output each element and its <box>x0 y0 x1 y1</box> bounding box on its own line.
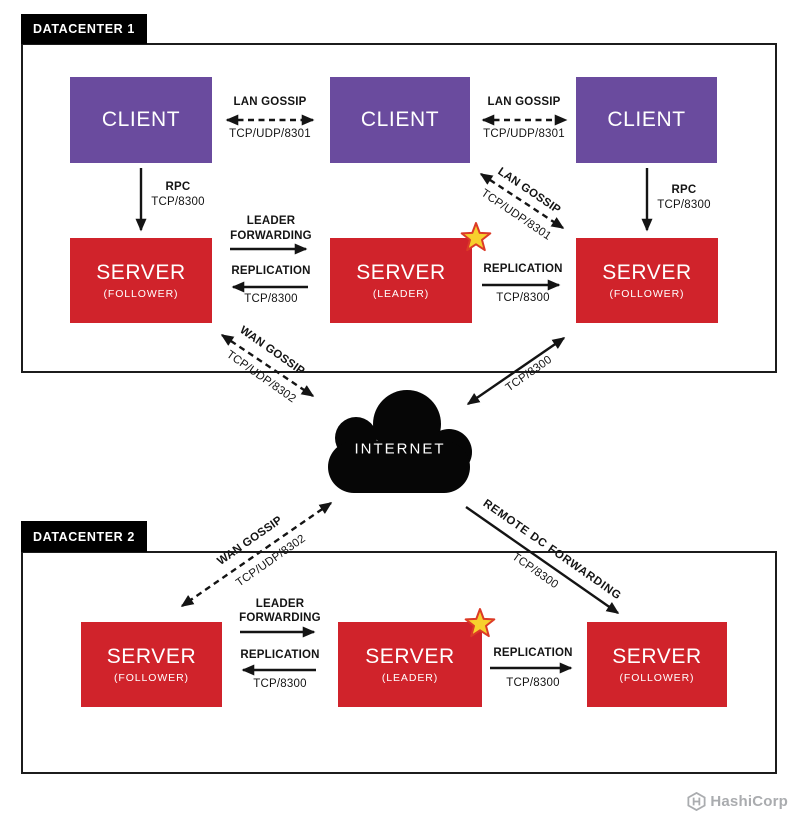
client-label: CLIENT <box>607 108 686 131</box>
server-node-dc2-follower-2: SERVER (FOLLOWER) <box>587 622 727 707</box>
datacenter2-tab: DATACENTER 2 <box>21 521 147 552</box>
hashicorp-wordmark: HashiCorp <box>710 793 788 810</box>
server-role: (FOLLOWER) <box>619 672 695 684</box>
replication-right-dc2-title: REPLICATION <box>493 647 573 659</box>
replication-left-dc2-port: TCP/8300 <box>253 678 307 690</box>
internet-label: INTERNET <box>354 440 446 458</box>
lan-gossip-1-port: TCP/UDP/8301 <box>229 128 311 140</box>
replication-right-dc1-title: REPLICATION <box>483 263 563 275</box>
rpc-1-port: TCP/8300 <box>151 196 205 208</box>
lan-gossip-2-port: TCP/UDP/8301 <box>483 128 565 140</box>
lan-gossip-1-title: LAN GOSSIP <box>233 96 307 108</box>
server-label: SERVER <box>365 645 455 668</box>
server-node-dc1-follower-1: SERVER (FOLLOWER) <box>70 238 212 323</box>
server-role: (LEADER) <box>372 288 430 300</box>
leader-forwarding-dc2-line1: LEADER <box>255 598 305 610</box>
server-node-dc1-leader: SERVER (LEADER) <box>330 238 472 323</box>
server-node-dc2-follower-1: SERVER (FOLLOWER) <box>81 622 222 707</box>
datacenter2-label: DATACENTER 2 <box>33 529 135 544</box>
client-label: CLIENT <box>101 108 181 131</box>
rpc-2-title: RPC <box>671 184 697 196</box>
rpc-1-title: RPC <box>165 181 191 193</box>
client-node-dc1-3: CLIENT <box>576 77 717 163</box>
server-label: SERVER <box>96 261 186 284</box>
datacenter1-tab: DATACENTER 1 <box>21 14 147 44</box>
replication-left-dc1-title: REPLICATION <box>231 265 311 277</box>
replication-right-dc2-port: TCP/8300 <box>506 677 560 689</box>
datacenter1-label: DATACENTER 1 <box>33 22 135 36</box>
client-label: CLIENT <box>360 108 440 131</box>
server-label: SERVER <box>602 261 692 284</box>
hashicorp-brand: HashiCorp <box>687 792 788 811</box>
client-node-dc1-2: CLIENT <box>330 77 470 163</box>
server-role: (FOLLOWER) <box>114 672 189 684</box>
server-role: (LEADER) <box>381 672 439 684</box>
leader-forwarding-dc1-line2: FORWARDING <box>230 230 312 242</box>
server-role: (FOLLOWER) <box>609 288 685 300</box>
rpc-2-port: TCP/8300 <box>657 199 711 211</box>
leader-forwarding-dc2-line2: FORWARDING <box>239 612 321 624</box>
server-label: SERVER <box>612 645 702 668</box>
datacenter2-panel <box>21 551 777 774</box>
server-node-dc2-leader: SERVER (LEADER) <box>338 622 482 707</box>
lan-gossip-2-title: LAN GOSSIP <box>487 96 561 108</box>
server-label: SERVER <box>356 261 446 284</box>
leader-forwarding-dc1-line1: LEADER <box>246 215 296 227</box>
datacenter1-panel <box>21 43 777 373</box>
replication-left-dc1-port: TCP/8300 <box>244 293 298 305</box>
server-label: SERVER <box>106 645 197 668</box>
client-node-dc1-1: CLIENT <box>70 77 212 163</box>
replication-left-dc2-title: REPLICATION <box>240 649 320 661</box>
server-role: (FOLLOWER) <box>103 288 179 300</box>
replication-right-dc1-port: TCP/8300 <box>496 292 550 304</box>
server-node-dc1-follower-2: SERVER (FOLLOWER) <box>576 238 718 323</box>
hashicorp-logo-icon <box>687 792 706 811</box>
